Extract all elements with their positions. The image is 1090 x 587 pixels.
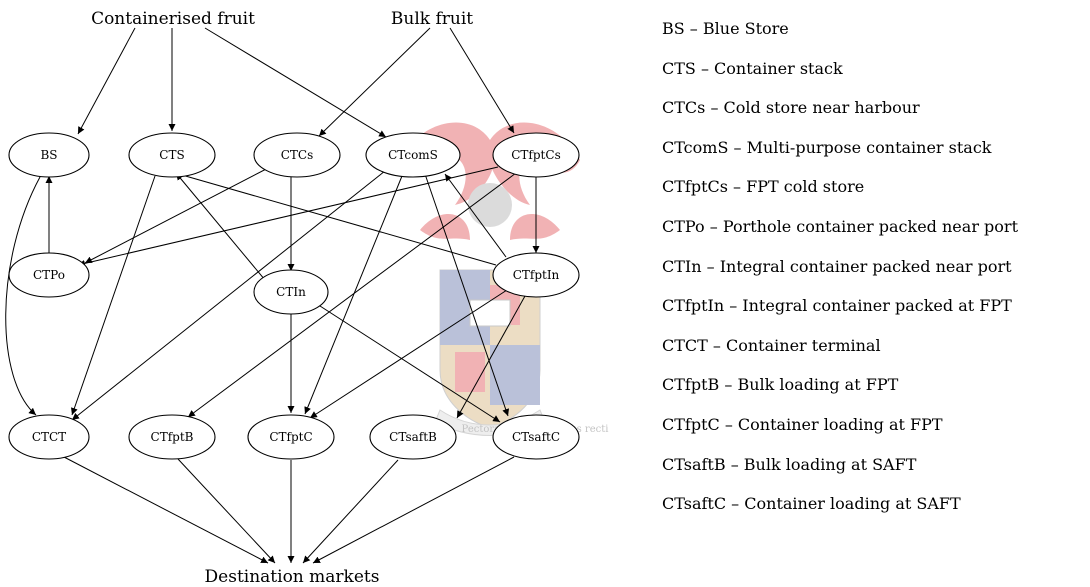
node-ctcoms: CTcomS xyxy=(365,132,461,178)
node-ctfptcs: CTfptCs xyxy=(492,132,580,178)
node-ctct-label: CTCT xyxy=(32,430,66,444)
edges xyxy=(5,27,540,564)
legend: BS – Blue Store CTS – Container stack CT… xyxy=(662,14,1018,529)
legend-item: CTIn – Integral container packed near po… xyxy=(662,256,1012,276)
legend-item: CTcomS – Multi-purpose container stack xyxy=(662,137,992,157)
node-ctsaftb-label: CTsaftB xyxy=(389,430,437,444)
legend-item: CTfptB – Bulk loading at FPT xyxy=(662,375,899,395)
legend-item: CTsaftC – Container loading at SAFT xyxy=(662,494,961,514)
node-bs-label: BS xyxy=(40,148,57,162)
crest-watermark: Pectora roborant cultus recti xyxy=(400,122,608,436)
node-ctcs: CTCs xyxy=(253,132,341,178)
node-ctfptin-label: CTfptIn xyxy=(513,268,560,282)
legend-item: CTCs – Cold store near harbour xyxy=(662,98,920,118)
legend-item: CTPo – Porthole container packed near po… xyxy=(662,216,1018,236)
legend-item: CTS – Container stack xyxy=(662,58,843,78)
legend-item: CTfptC – Container loading at FPT xyxy=(662,414,943,434)
node-ctfptin: CTfptIn xyxy=(492,252,580,298)
node-ctfptb-label: CTfptB xyxy=(151,430,194,444)
legend-item: CTsaftB – Bulk loading at SAFT xyxy=(662,454,917,474)
legend-item: CTfptCs – FPT cold store xyxy=(662,177,865,197)
node-ctin-label: CTIn xyxy=(276,285,306,299)
legend-item: CTfptIn – Integral container packed at F… xyxy=(662,296,1012,316)
node-ctin: CTIn xyxy=(253,269,329,315)
node-ctpo: CTPo xyxy=(8,252,90,298)
node-ctsaftb: CTsaftB xyxy=(369,414,457,460)
node-ctfptcs-label: CTfptCs xyxy=(511,148,560,162)
source-bulk-fruit: Bulk fruit xyxy=(391,9,473,29)
flow-diagram: Pectora roborant cultus recti Containeri… xyxy=(5,9,608,587)
node-cts: CTS xyxy=(128,132,216,178)
node-ctfptc-label: CTfptC xyxy=(269,430,312,444)
legend-item: BS – Blue Store xyxy=(662,19,789,38)
node-ctsaftc: CTsaftC xyxy=(492,414,580,460)
legend-item: CTCT – Container terminal xyxy=(662,335,881,355)
node-ctcs-label: CTCs xyxy=(281,148,314,162)
node-ctct: CTCT xyxy=(8,414,90,460)
node-ctcoms-label: CTcomS xyxy=(388,148,438,162)
node-bs: BS xyxy=(8,132,90,178)
node-cts-label: CTS xyxy=(159,148,184,162)
node-ctsaftc-label: CTsaftC xyxy=(512,430,560,444)
node-ctpo-label: CTPo xyxy=(33,268,65,282)
sink-destination-markets: Destination markets xyxy=(205,567,380,587)
node-ctfptc: CTfptC xyxy=(247,414,335,460)
source-containerised-fruit: Containerised fruit xyxy=(91,9,255,29)
node-ctfptb: CTfptB xyxy=(128,414,216,460)
